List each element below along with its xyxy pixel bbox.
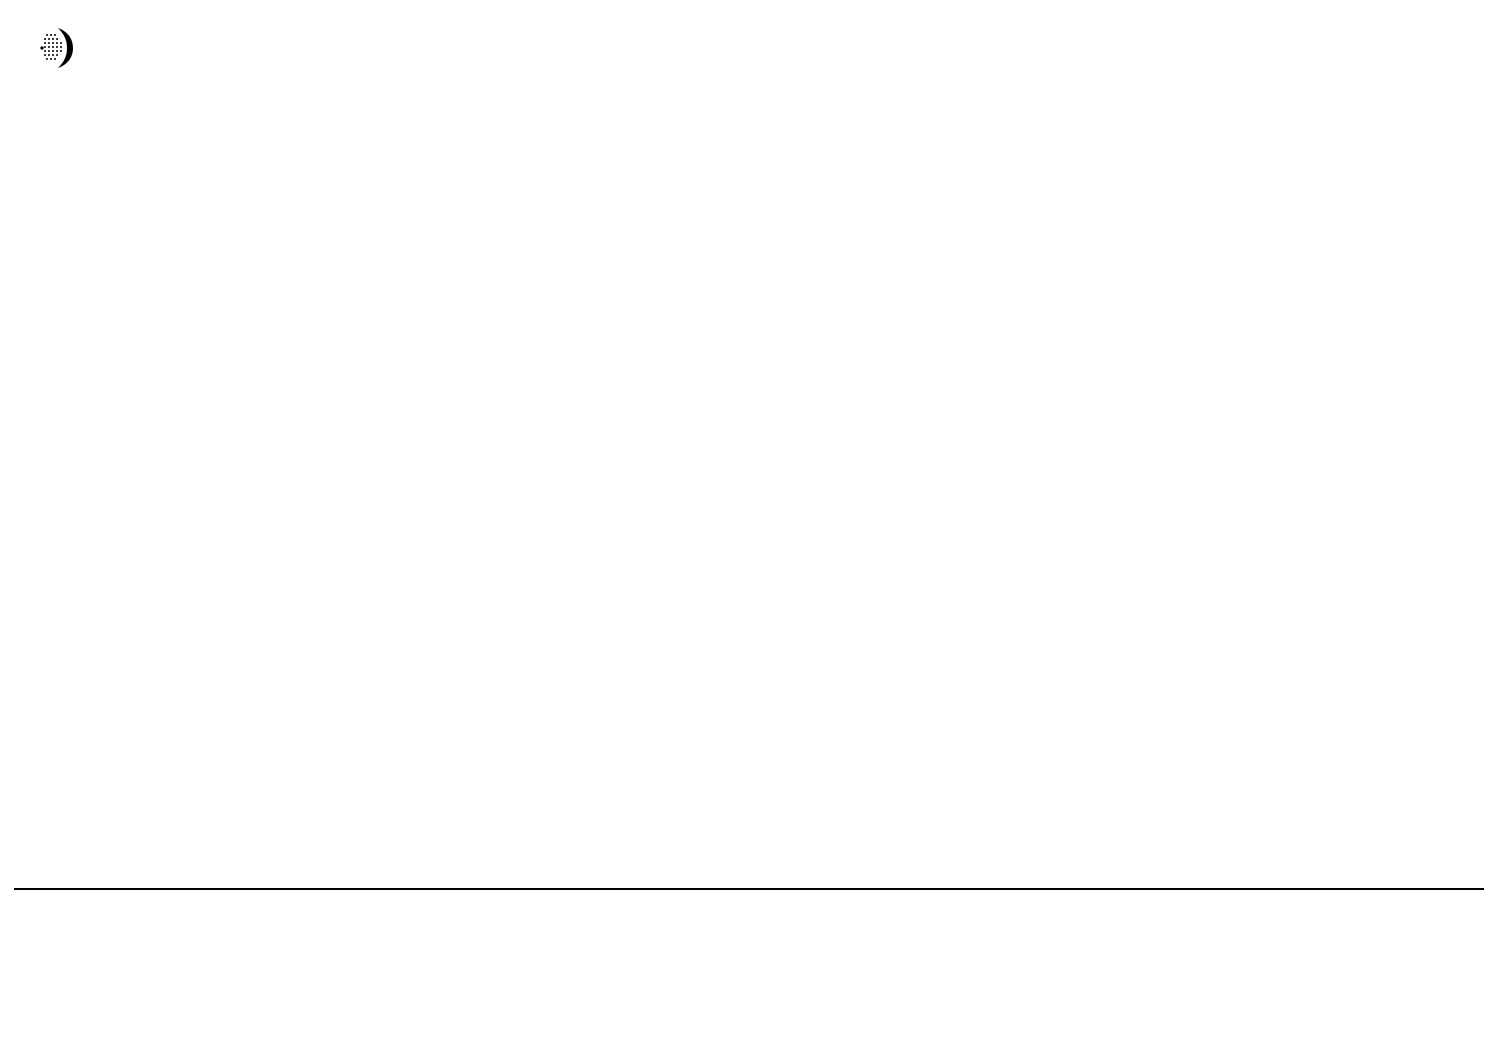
seeded-teams-header xyxy=(267,896,358,898)
footer-divider xyxy=(14,888,1484,890)
points-header xyxy=(359,896,450,898)
seed-index-header xyxy=(176,896,267,898)
ipf-logo-icon xyxy=(40,28,73,68)
seeded-teams-table xyxy=(176,896,450,898)
ipf-logo xyxy=(36,24,196,72)
